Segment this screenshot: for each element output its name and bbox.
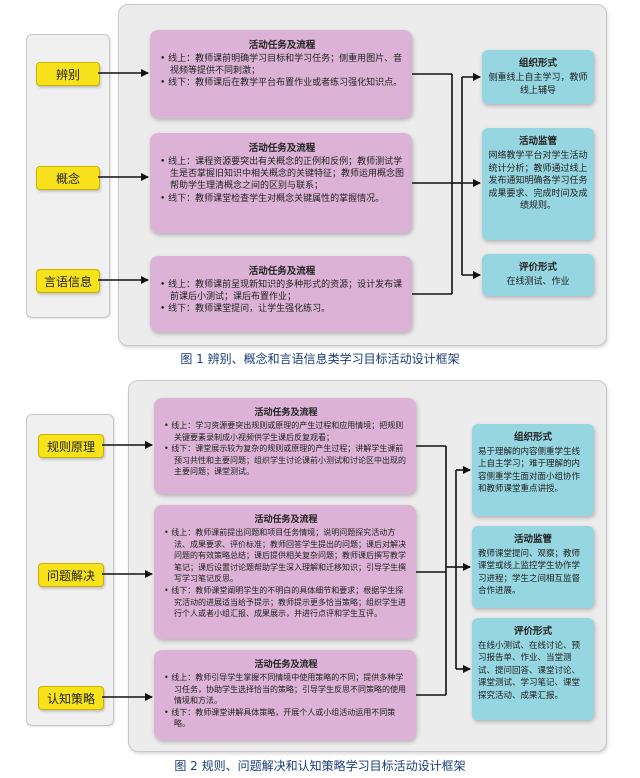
fig2-activity-box-1: 活动任务及流程 • 线上：学习资源要突出规则或原理的产生过程和应用情境；把规则关… [154, 398, 416, 494]
fig1-organization-title: 组织形式 [518, 58, 557, 69]
fig2-type-problem-solving: 问题解决 [38, 563, 104, 587]
fig1-activity-1-online: • 线上：教师课前明确学习目标和学习任务；侧重用图片、音视频等提供不同刺激； [160, 54, 403, 77]
fig2-activity-box-2: 活动任务及流程 • 线上：教师课前提出问题和项目任务情境；说明问题探究活动方法、… [154, 505, 416, 639]
fig2-organization-text: 易于理解的内容侧重学生线上自主学习；难于理解的内容侧重学生面对面小组协作和教师课… [478, 447, 581, 495]
fig2-monitoring-box: 活动监管 教师课堂提问、观察；教师课堂或线上监控学生协作学习进程；学生之间相互监… [472, 526, 594, 608]
fig2-evaluation-title: 评价形式 [513, 626, 552, 637]
fig2-activity-title-2: 活动任务及流程 [254, 515, 318, 525]
fig1-caption: 图 1 辨别、概念和言语信息类学习目标活动设计框架 [180, 352, 460, 366]
fig1-organization-text: 侧重线上自主学习，教师线上辅导 [488, 73, 588, 96]
fig2-activity-1-offline: • 线下：课堂展示较为复杂的规则或原理的产生过程；讲解学生课前预习共性和主要问题… [164, 444, 406, 477]
fig2-organization-title: 组织形式 [513, 432, 552, 443]
fig2-evaluation-text: 在线小测试、在线讨论、预习报告单、作业、当堂测试、提问回答、课堂讨论、课堂测试、… [478, 641, 581, 701]
fig2-connectors [102, 441, 471, 701]
fig2-activity-box-3: 活动任务及流程 • 线上：教师引导学生掌握不同情境中使用策略的不同；提供多种学习… [154, 650, 416, 740]
fig1-evaluation-title: 评价形式 [518, 262, 557, 273]
fig1-activity-box-1: 活动任务及流程 • 线上：教师课前明确学习目标和学习任务；侧重用图片、音视频等提… [150, 30, 412, 118]
fig2-evaluation-box: 评价形式 在线小测试、在线讨论、预习报告单、作业、当堂测试、提问回答、课堂讨论、… [472, 618, 594, 720]
fig1-evaluation-text: 在线测试、作业 [506, 277, 570, 287]
fig1-activity-title-1: 活动任务及流程 [248, 40, 316, 51]
fig2-activity-title-1: 活动任务及流程 [254, 408, 318, 418]
fig1-type-concept: 概念 [36, 166, 100, 190]
fig1-activity-3-offline: • 线下：教师课堂提问，让学生强化练习。 [160, 304, 331, 315]
fig1-activity-2-offline: • 线下：教师课堂检查学生对概念关键属性的掌握情况。 [160, 193, 385, 204]
fig2-monitoring-title: 活动监管 [513, 534, 552, 545]
fig1-activity-2-online: • 线上：课程资源要突出有关概念的正例和反例；教师测试学生是否掌握旧知识中相关概… [160, 157, 405, 192]
fig1-connectors [98, 69, 481, 295]
fig1-monitoring-text: 网络教学平台对学生活动统计分析；教师通过线上发布通知明确各学习任务成果要求、完成… [488, 151, 588, 212]
fig1-activity-1-offline: • 线下：教师课后在教学平台布置作业或者练习强化知识点。 [160, 78, 403, 89]
fig1-type-verbal-info: 言语信息 [36, 269, 100, 293]
fig2-activity-1-online: • 线上：学习资源要突出规则或原理的产生过程和应用情境；把规则关键要素录制成小视… [164, 421, 404, 442]
fig2-activity-title-3: 活动任务及流程 [254, 660, 318, 670]
fig2-caption: 图 2 规则、问题解决和认知策略学习目标活动设计框架 [174, 759, 466, 773]
fig2-activity-3-online: • 线上：教师引导学生掌握不同情境中使用策略的不同；提供多种学习任务，协助学生选… [164, 673, 406, 706]
fig1-activity-3-online: • 线上：教师课前呈现新知识的多种形式的资源；设计发布课前课后小测试；课后布置作… [160, 280, 403, 303]
fig2-organization-box: 组织形式 易于理解的内容侧重学生线上自主学习；难于理解的内容侧重学生面对面小组协… [472, 424, 594, 516]
fig1-activity-box-3: 活动任务及流程 • 线上：教师课前呈现新知识的多种形式的资源；设计发布课前课后小… [150, 256, 412, 332]
fig1-activity-title-3: 活动任务及流程 [248, 266, 316, 277]
fig1-activity-title-2: 活动任务及流程 [248, 143, 316, 154]
fig2-type-cognitive-strategy: 认知策略 [38, 686, 104, 710]
fig1-type-discrimination: 辨别 [36, 62, 100, 86]
fig2-activity-2-offline: • 线下：教师课堂阐明学生的不明白的具体细节和要求；根据学生探究活动的进展适当给… [164, 585, 406, 619]
fig2-monitoring-text: 教师课堂提问、观察；教师课堂或线上监控学生协作学习进程；学生之间相互监督合作进展… [478, 549, 581, 597]
fig2-activity-2-online: • 线上：教师课前提出问题和项目任务情境；说明问题探究活动方法、成果要求、评价标… [164, 528, 406, 584]
fig1-monitoring-title: 活动监管 [518, 136, 557, 147]
fig1-organization-box: 组织形式 侧重线上自主学习，教师线上辅导 [482, 50, 594, 104]
fig1-activity-box-2: 活动任务及流程 • 线上：课程资源要突出有关概念的正例和反例；教师测试学生是否掌… [150, 133, 412, 233]
fig1-monitoring-box: 活动监管 网络教学平台对学生活动统计分析；教师通过线上发布通知明确各学习任务成果… [482, 128, 594, 240]
fig2-type-rule: 规则原理 [38, 434, 104, 458]
fig2-activity-3-offline: • 线下：教师课堂讲解具体策略，开展个人或小组活动运用不同策略。 [164, 707, 396, 729]
fig1-evaluation-box: 评价形式 在线测试、作业 [482, 254, 594, 296]
